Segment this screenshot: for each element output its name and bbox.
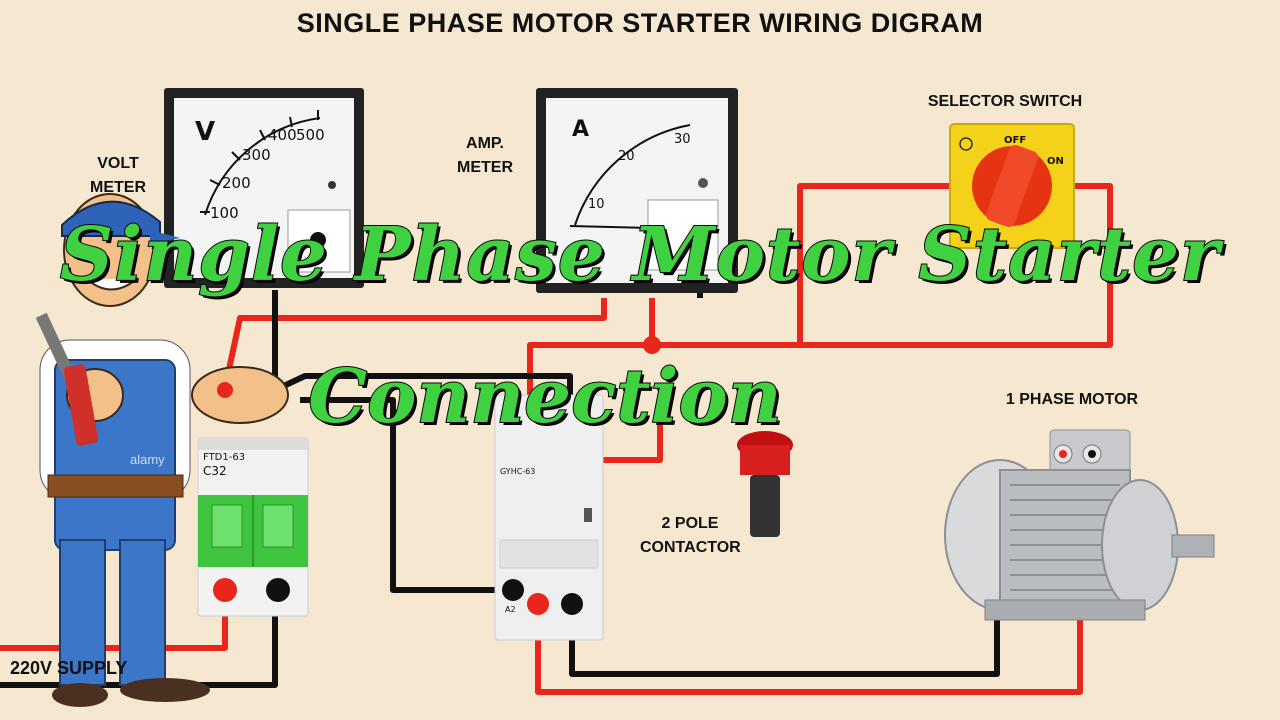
selector-switch[interactable] bbox=[949, 123, 1075, 249]
ammeter-tick-10: 10 bbox=[588, 197, 605, 212]
terminal-dots bbox=[213, 336, 1096, 615]
contactor-model: GYHC-63 bbox=[500, 467, 535, 476]
overlay-title-line2: Connection bbox=[307, 353, 782, 441]
mcb-brand: FTD1-63 bbox=[203, 452, 245, 463]
watermark: alamy bbox=[130, 452, 165, 467]
selector-on-label: ON bbox=[1047, 156, 1064, 167]
indicator-lamp bbox=[737, 431, 793, 537]
supply-label: 220V SUPPLY bbox=[10, 658, 128, 678]
voltmeter-symbol: V bbox=[195, 117, 215, 147]
selector-switch-label: SELECTOR SWITCH bbox=[927, 93, 1083, 110]
page-title: SINGLE PHASE MOTOR STARTER WIRING DIGRAM bbox=[296, 8, 984, 38]
overlay-title-line1: Single Phase Motor Starter bbox=[59, 211, 1221, 299]
contactor-label: 2 POLE CONTACTOR bbox=[640, 515, 741, 556]
ammeter-tick-30: 30 bbox=[674, 132, 691, 147]
amp-meter-label: AMP. METER bbox=[457, 135, 513, 176]
ammeter-tick-20: 20 bbox=[618, 149, 635, 164]
amp-meter bbox=[536, 88, 738, 293]
technician-cartoon bbox=[35, 193, 289, 707]
selector-off-label: OFF bbox=[1004, 135, 1026, 146]
ammeter-symbol: A bbox=[572, 117, 589, 142]
mcb-rating: C32 bbox=[203, 464, 227, 478]
motor-label: 1 PHASE MOTOR bbox=[1005, 391, 1139, 408]
volt-meter bbox=[164, 88, 364, 288]
single-phase-motor bbox=[944, 429, 1215, 621]
voltmeter-tick-400: 400 bbox=[268, 126, 297, 144]
voltmeter-tick-500: 500 bbox=[296, 126, 325, 144]
voltmeter-tick-100: 100 bbox=[210, 204, 239, 222]
contactor-terminal-a2: A2 bbox=[505, 605, 516, 614]
voltmeter-tick-300: 300 bbox=[242, 146, 271, 164]
voltmeter-tick-200: 200 bbox=[222, 174, 251, 192]
contactor-device[interactable] bbox=[494, 394, 604, 641]
mcb-breaker[interactable] bbox=[197, 437, 309, 617]
volt-meter-label: VOLT METER bbox=[90, 155, 146, 196]
